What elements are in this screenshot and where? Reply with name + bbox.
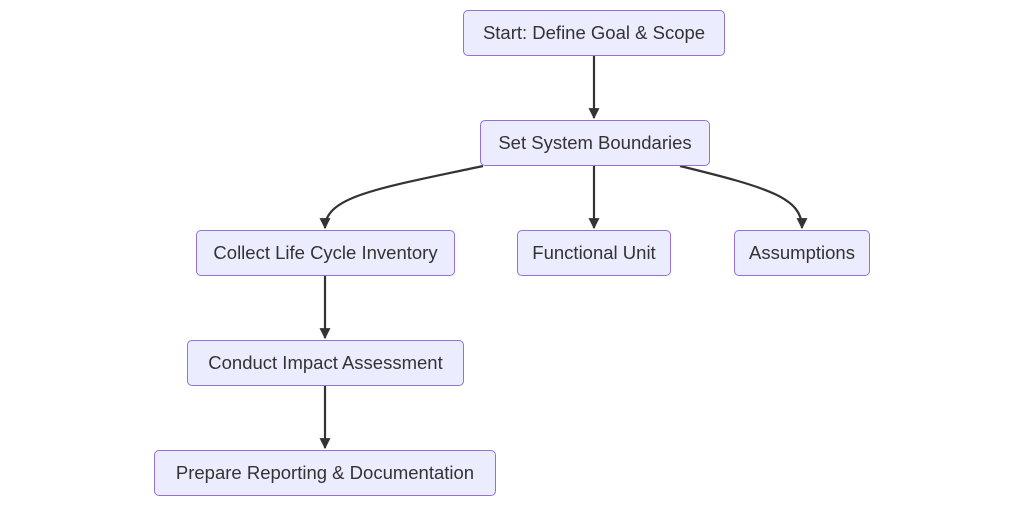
node-collect-life-cycle-inventory: Collect Life Cycle Inventory — [196, 230, 455, 276]
node-label: Set System Boundaries — [498, 132, 692, 153]
edge-boundaries-to-inventory — [319, 164, 484, 230]
node-conduct-impact-assessment: Conduct Impact Assessment — [187, 340, 464, 386]
node-label: Start: Define Goal & Scope — [482, 22, 706, 43]
node-prepare-reporting-documentation: Prepare Reporting & Documentation — [154, 450, 496, 496]
node-label: Prepare Reporting & Documentation — [175, 462, 475, 483]
node-label: Functional Unit — [532, 242, 656, 263]
node-label: Assumptions — [749, 242, 855, 263]
node-define-goal-scope: Start: Define Goal & Scope — [463, 10, 725, 56]
node-set-system-boundaries: Set System Boundaries — [480, 120, 710, 166]
node-functional-unit: Functional Unit — [517, 230, 671, 276]
node-label: Conduct Impact Assessment — [208, 352, 443, 373]
node-label: Collect Life Cycle Inventory — [213, 242, 438, 263]
node-assumptions: Assumptions — [734, 230, 870, 276]
edge-boundaries-to-assumptions — [679, 164, 808, 230]
